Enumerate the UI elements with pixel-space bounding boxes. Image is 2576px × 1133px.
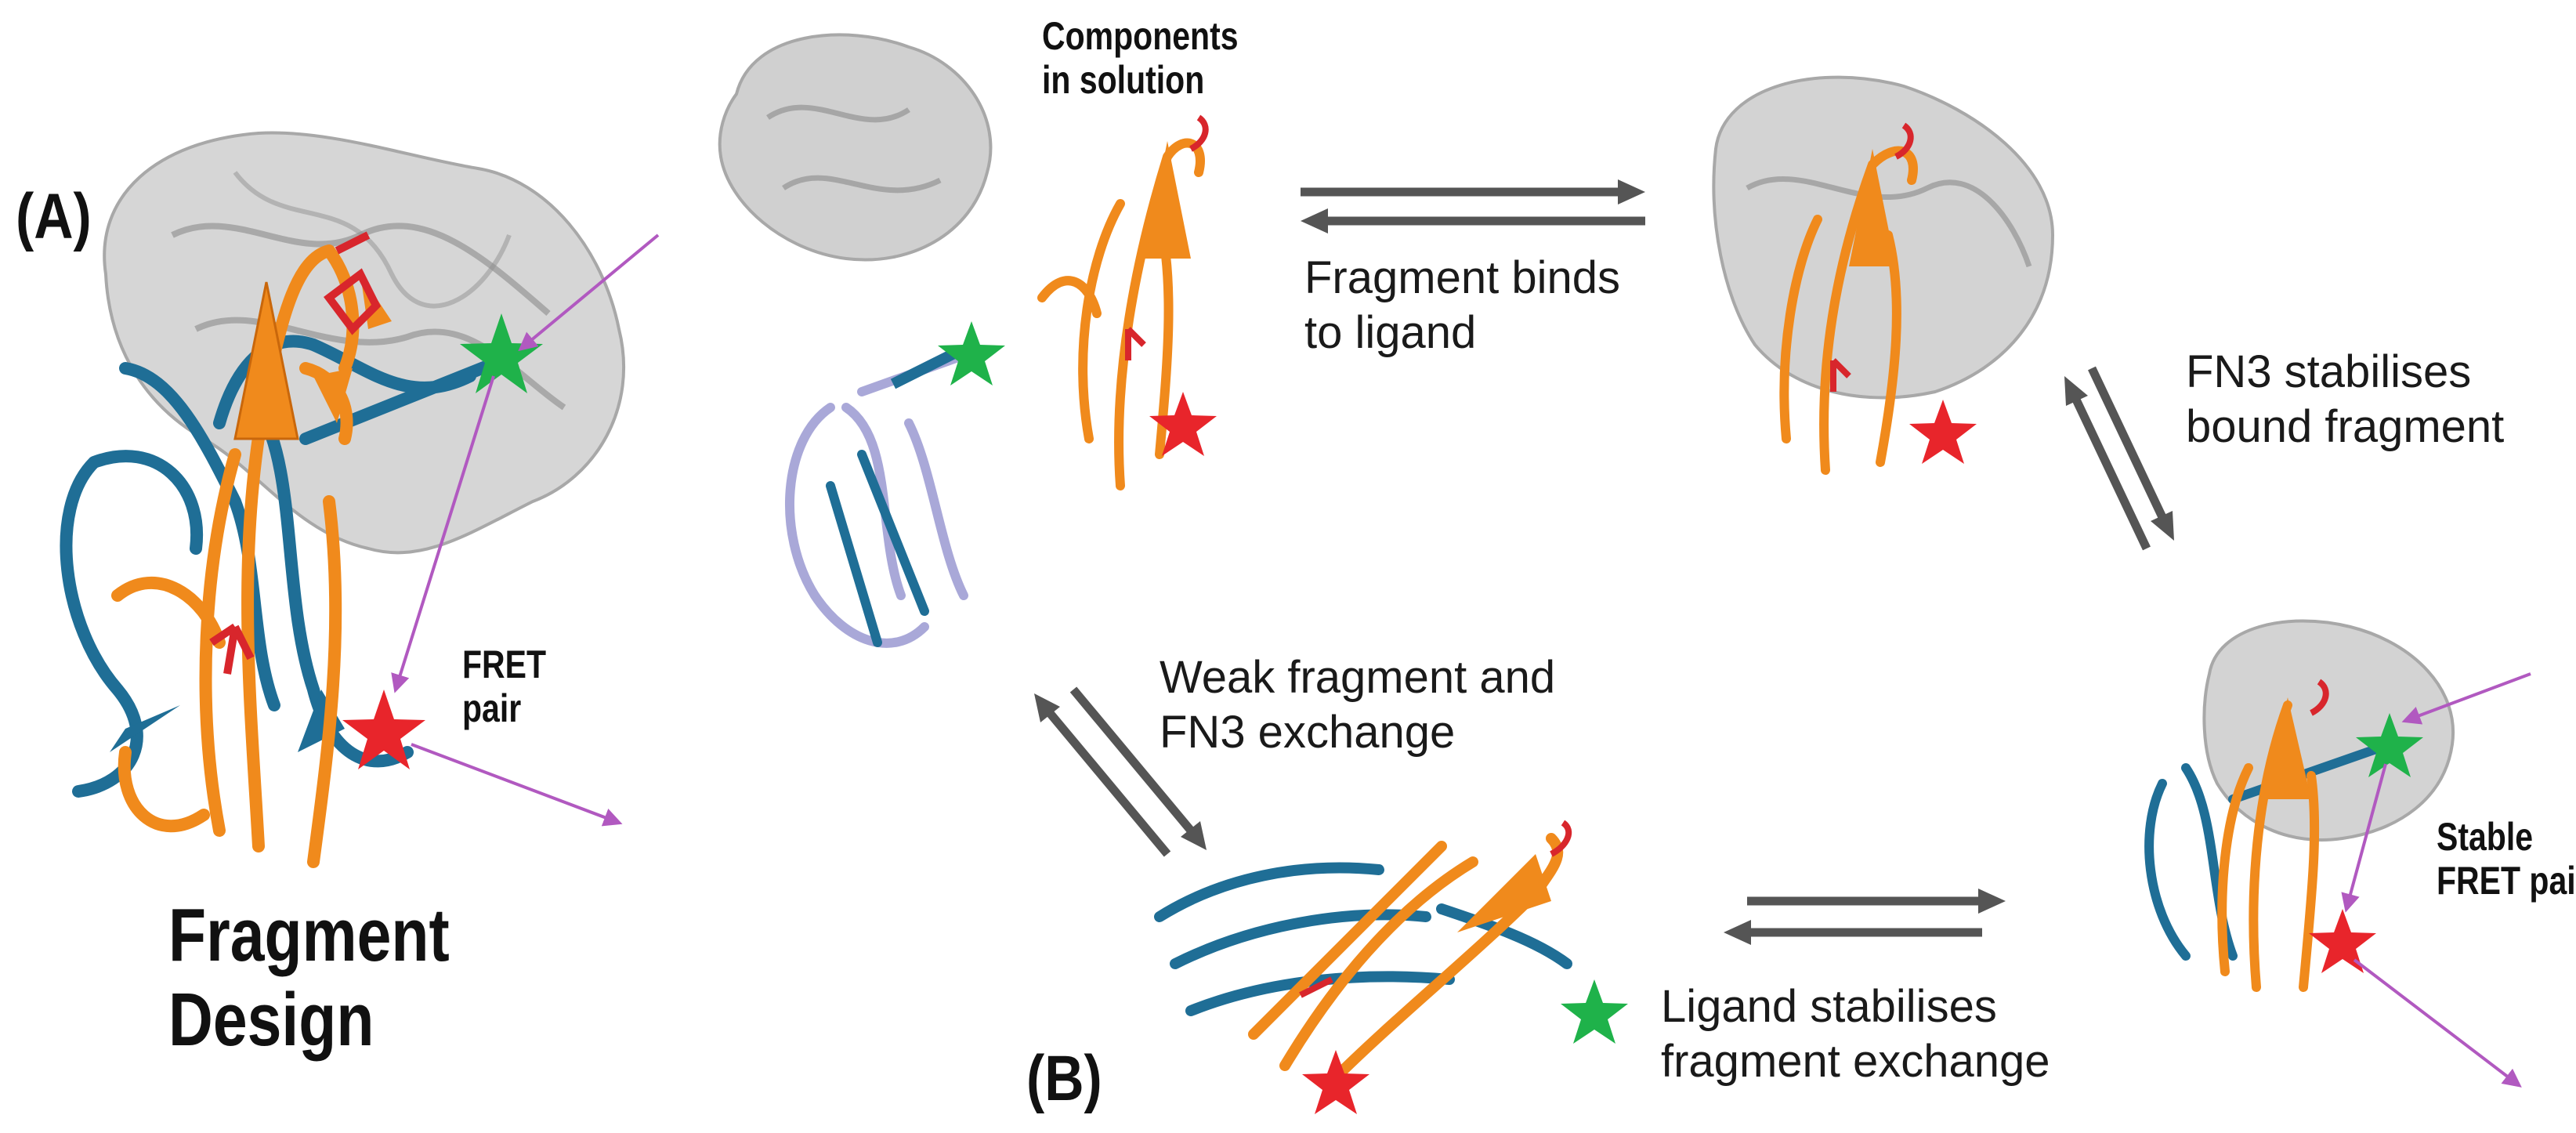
bound-complex: [1712, 75, 2055, 475]
red-star-icon: [342, 690, 425, 769]
solution-ligand: [718, 33, 993, 262]
green-star-icon: [1561, 979, 1628, 1044]
equilibrium-arrow-right: [2064, 366, 2174, 551]
caption-fn3-stabilises: FN3 stabilises bound fragment: [2186, 346, 2505, 452]
fn3-ribbon: [60, 335, 508, 798]
equilibrium-arrow-bottom: [1724, 889, 2006, 945]
equilibrium-arrow-top: [1301, 179, 1645, 233]
solution-fn3: [785, 321, 1005, 648]
red-star-icon: [1149, 392, 1217, 456]
solution-fragment: [1037, 114, 1217, 490]
panel-label-a: (A): [16, 181, 92, 252]
fragment-design-title: Fragment Design: [168, 893, 450, 1062]
caption-fragment-binds: Fragment binds to ligand: [1304, 252, 1620, 358]
caption-ligand-stabilises: Ligand stabilises fragment exchange: [1661, 981, 2050, 1087]
exchange-complex: [1154, 820, 1628, 1114]
caption-weak-fragment: Weak fragment and FN3 exchange: [1160, 652, 1556, 758]
stable-complex: [2144, 619, 2531, 1088]
red-star-icon: [2309, 909, 2376, 973]
red-star-icon: [1909, 400, 1977, 464]
red-star-icon: [1302, 1050, 1369, 1114]
fret-pair-label: FRET pair: [462, 643, 547, 730]
stable-fret-label: Stable FRET pair: [2437, 815, 2576, 903]
green-star-icon: [2356, 713, 2423, 777]
panel-label-b: (B): [1026, 1043, 1102, 1114]
green-star-icon: [938, 321, 1005, 386]
green-star-icon: [460, 313, 543, 393]
equilibrium-arrow-left: [1034, 686, 1207, 857]
components-label: Components in solution: [1042, 14, 1239, 102]
panel-a-structure: [60, 131, 660, 868]
